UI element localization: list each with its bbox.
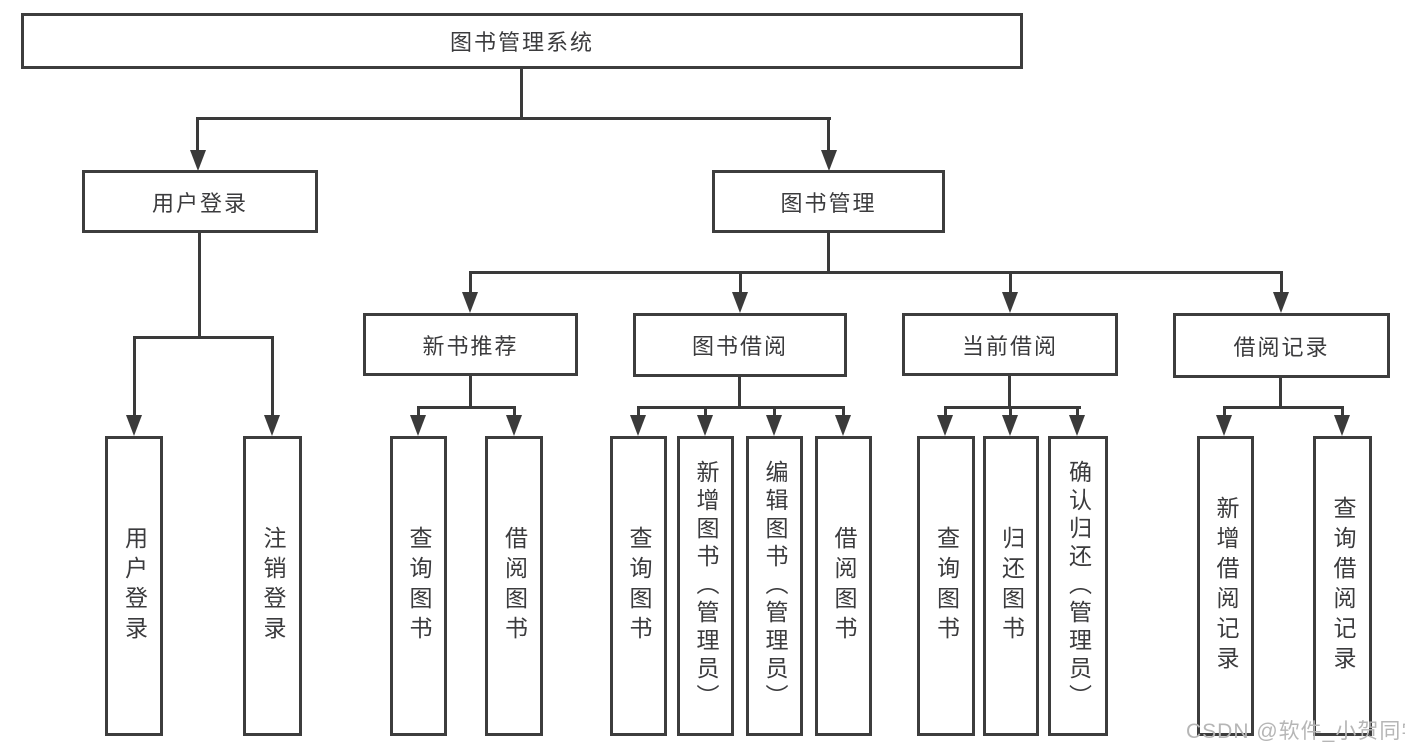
arrow-down-icon [462,292,478,313]
connector-line [133,336,274,339]
leaf-cb-return-books: 归还图书 [983,436,1039,736]
node-new-book-recommend-label: 新书推荐 [422,333,519,359]
node-library-management-system: 图书管理系统 [21,13,1023,69]
node-user-login-label: 用户登录 [151,190,248,216]
leaf-bb-edit-books: 编辑图书（管理员） [746,436,803,736]
arrow-down-icon [732,292,748,313]
leaf-nb-query-books: 查询图书 [390,436,447,736]
leaf-logout-label: 注销登录 [260,526,286,646]
leaf-user-login: 用户登录 [105,436,163,736]
leaf-nb-borrow-books-label: 借阅图书 [501,526,528,646]
arrow-down-icon [697,415,713,436]
leaf-br-query-record-label: 查询借阅记录 [1330,496,1356,676]
leaf-logout: 注销登录 [243,436,302,736]
connector-line [196,117,199,154]
arrow-down-icon [1216,415,1232,436]
leaf-user-login-label: 用户登录 [121,526,148,646]
arrow-down-icon [630,415,646,436]
arrow-down-icon [1069,415,1085,436]
node-book-borrowing: 图书借阅 [633,313,847,377]
node-current-borrowing: 当前借阅 [902,313,1118,376]
leaf-bb-query-books-label: 查询图书 [626,526,652,646]
arrow-down-icon [410,415,426,436]
connector-line [827,233,830,274]
leaf-bb-borrow-books-label: 借阅图书 [831,526,857,646]
arrow-down-icon [766,415,782,436]
connector-line [1341,406,1344,420]
connector-line [1076,406,1079,420]
connector-line [739,271,742,297]
arrow-down-icon [937,415,953,436]
connector-line [1279,378,1282,409]
arrow-down-icon [1273,292,1289,313]
node-borrowing-records-label: 借阅记录 [1233,334,1330,360]
connector-line [827,117,830,154]
leaf-cb-return-books-label: 归还图书 [998,526,1025,646]
node-borrowing-records: 借阅记录 [1173,313,1390,378]
connector-line [469,271,1283,274]
leaf-br-query-record: 查询借阅记录 [1313,436,1372,736]
connector-line [1223,406,1344,409]
leaf-bb-edit-books-label: 编辑图书（管理员） [762,460,788,712]
csdn-watermark: CSDN @软件_小贺同学 [1186,720,1405,743]
node-current-borrowing-label: 当前借阅 [961,333,1058,359]
leaf-bb-borrow-books: 借阅图书 [815,436,872,736]
connector-line [944,406,947,420]
connector-line [271,336,274,418]
arrow-down-icon [190,150,206,171]
arrow-down-icon [835,415,851,436]
leaf-cb-confirm-return: 确认归还（管理员） [1048,436,1108,736]
leaf-cb-confirm-return-label: 确认归还（管理员） [1065,460,1092,712]
connector-line [842,406,845,420]
arrow-down-icon [126,415,142,436]
connector-line [198,233,201,339]
connector-line [1009,271,1012,297]
connector-line [417,406,420,420]
connector-line [520,69,523,117]
arrow-down-icon [821,150,837,171]
connector-line [944,406,1081,409]
arrow-down-icon [264,415,280,436]
leaf-cb-query-books: 查询图书 [917,436,975,736]
node-user-login: 用户登录 [82,170,318,233]
connector-line [469,376,472,409]
connector-line [1223,406,1226,420]
leaf-bb-add-books-label: 新增图书（管理员） [693,460,719,712]
node-library-management-system-label: 图书管理系统 [449,30,594,55]
leaf-cb-query-books-label: 查询图书 [933,526,960,646]
leaf-br-add-record: 新增借阅记录 [1197,436,1254,736]
connector-line [196,117,831,120]
connector-line [1009,406,1012,420]
leaf-br-add-record-label: 新增借阅记录 [1213,496,1239,676]
arrow-down-icon [1002,292,1018,313]
connector-line [704,406,707,420]
connector-line [1008,376,1011,409]
arrow-down-icon [506,415,522,436]
arrow-down-icon [1002,415,1018,436]
connector-line [133,336,136,418]
leaf-bb-add-books: 新增图书（管理员） [677,436,734,736]
leaf-bb-query-books: 查询图书 [610,436,667,736]
node-book-management: 图书管理 [712,170,945,233]
connector-line [469,271,472,297]
connector-line [637,406,845,409]
connector-line [417,406,516,409]
connector-line [738,377,741,409]
connector-line [773,406,776,420]
arrow-down-icon [1334,415,1350,436]
leaf-nb-query-books-label: 查询图书 [406,526,432,646]
connector-line [1280,271,1283,297]
node-book-borrowing-label: 图书借阅 [691,334,788,359]
node-book-management-label: 图书管理 [780,190,877,216]
connector-line [637,406,640,420]
node-new-book-recommend: 新书推荐 [363,313,578,376]
leaf-nb-borrow-books: 借阅图书 [485,436,543,736]
connector-line [513,406,516,420]
